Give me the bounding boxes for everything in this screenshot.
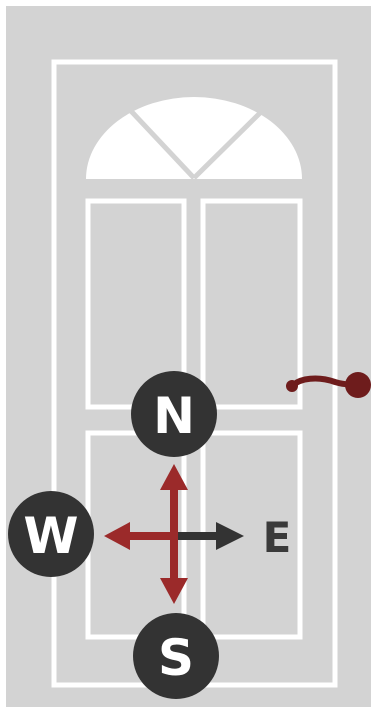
upper-right-panel <box>200 198 303 410</box>
south-label: S <box>158 629 194 687</box>
west-badge: W <box>8 491 94 577</box>
north-arrow-shaft <box>170 488 178 536</box>
door-handle-icon <box>286 372 371 398</box>
north-badge: N <box>131 371 217 457</box>
west-arrow-shaft <box>128 532 174 540</box>
west-arrow-head <box>104 522 130 550</box>
south-badge: S <box>133 613 219 699</box>
north-label: N <box>153 387 195 445</box>
east-arrow-shaft <box>178 532 218 540</box>
east-label: E <box>263 513 292 562</box>
east-arrow-head <box>216 522 244 550</box>
south-arrow-head <box>160 578 188 604</box>
fan-muntin-left <box>129 109 196 180</box>
west-label: W <box>23 507 78 565</box>
compass-arrows-icon <box>104 464 244 604</box>
fan-muntin-right <box>192 111 262 180</box>
south-arrow-shaft <box>170 536 178 580</box>
north-arrow-head <box>160 464 188 490</box>
